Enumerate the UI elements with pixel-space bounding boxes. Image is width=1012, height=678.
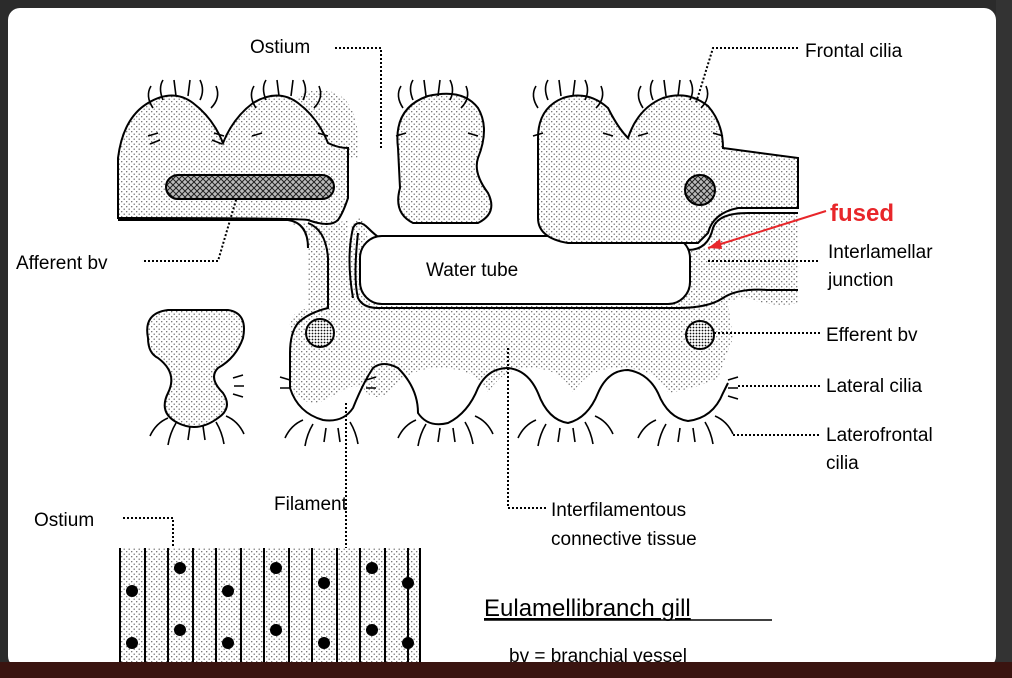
left-efferent-vessel	[305, 318, 335, 348]
lower-edge	[289, 363, 729, 426]
label-efferent-bv: Efferent bv	[826, 325, 918, 346]
filament-strip	[119, 548, 421, 668]
label-interfilamentous: Interfilamentous	[551, 500, 686, 521]
label-filament: Filament	[274, 494, 348, 515]
fused-arrow	[707, 210, 827, 249]
frontal-cilia-tufts	[147, 79, 724, 145]
label-frontal-cilia: Frontal cilia	[805, 41, 903, 62]
label-afferent-bv: Afferent bv	[16, 253, 108, 274]
label-fused: fused	[830, 200, 894, 227]
central-tissue	[118, 212, 798, 403]
lateral-cilia-tufts	[149, 374, 739, 447]
label-ostium-top: Ostium	[250, 37, 310, 58]
caption: bv = branchial vessel	[509, 646, 687, 667]
water-tube	[359, 235, 691, 305]
bottom-bar	[0, 662, 1012, 678]
left-lower-lobe	[146, 309, 245, 428]
upper-filament-lobe	[396, 92, 493, 224]
gill-diagram: Ostium Frontal cilia Afferent bv fused I…	[16, 37, 933, 668]
leader-lines	[123, 47, 820, 578]
label-junction: junction	[827, 270, 894, 291]
label-ostium-bottom: Ostium	[34, 510, 94, 531]
label-laterofrontal: Laterofrontal	[826, 425, 933, 446]
efferent-vessel	[685, 320, 715, 350]
right-edge-bar	[996, 0, 1012, 678]
label-connective-tissue: connective tissue	[551, 529, 697, 550]
slide-canvas: Ostium Frontal cilia Afferent bv fused I…	[8, 8, 996, 668]
label-lateral-cilia: Lateral cilia	[826, 376, 923, 397]
label-water-tube: Water tube	[426, 260, 518, 281]
upper-lamella	[117, 90, 359, 225]
upper-vessel	[684, 174, 716, 206]
right-upper-lamella	[537, 94, 799, 244]
diagram-title: Eulamellibranch gill	[484, 595, 691, 622]
label-laterofrontal-cilia: cilia	[826, 453, 859, 474]
label-interlamellar: Interlamellar	[828, 242, 933, 263]
afferent-vessel	[165, 174, 335, 200]
